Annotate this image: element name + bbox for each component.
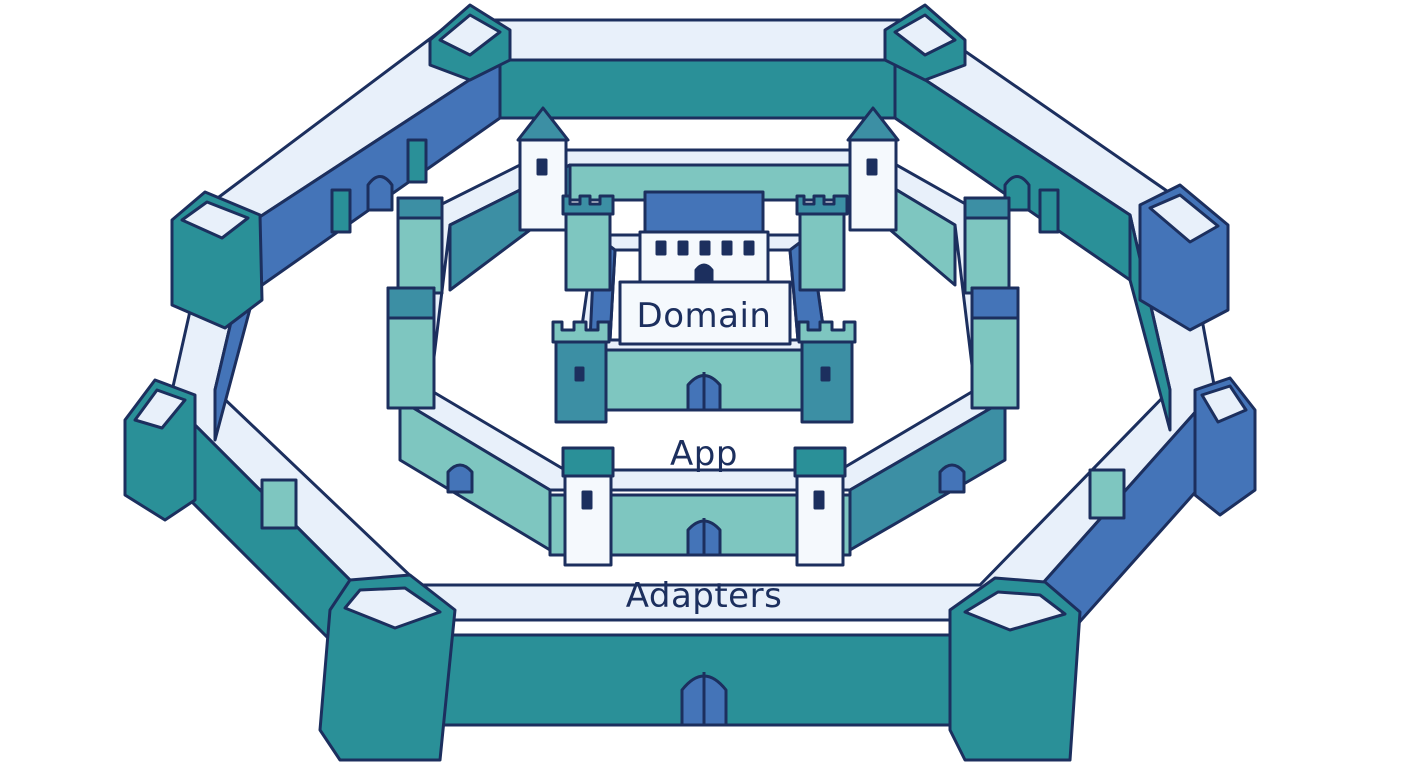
inner-towers [551,194,857,424]
outer-merlon [330,188,352,234]
outer-arch [366,175,394,212]
inner-tower [564,208,612,292]
outer-merlon [1038,188,1060,234]
outer-merlon [406,138,428,184]
inner-tower [798,208,846,292]
adapters-label: Adapters [625,576,783,616]
outer-towers [123,3,1257,762]
tower-roof [516,106,570,142]
outer-tower [948,576,1082,762]
outer-wall-back-face [498,58,897,120]
domain-label: Domain [636,296,772,336]
middle-tower [563,468,613,567]
outer-merlon [260,478,298,530]
outer-merlon [1088,468,1126,520]
middle-arch [446,463,474,494]
middle-towers [386,106,1020,567]
middle-tower [795,468,845,567]
outer-arch [1003,175,1031,212]
middle-arch [938,463,966,494]
domain-label-panel [618,280,792,346]
outer-tower [318,573,457,762]
middle-tower [518,138,568,232]
middle-tower [848,138,898,232]
tower-roof [846,106,900,142]
app-label: App [670,434,738,474]
keep-door [694,263,714,286]
keep-roof [643,190,765,236]
